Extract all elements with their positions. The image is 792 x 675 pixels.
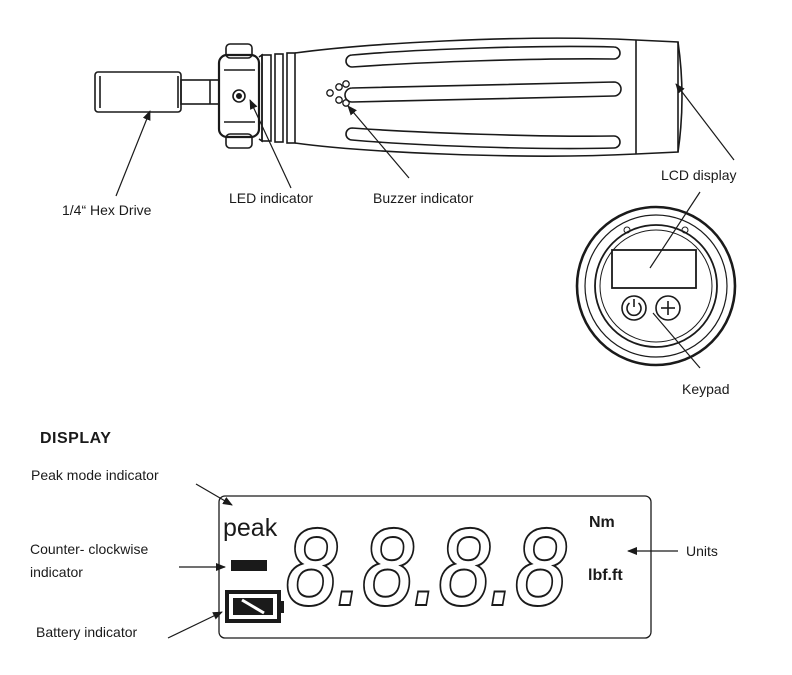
hex-drive-label: 1/4“ Hex Drive [62,202,152,218]
buzzer-indicator-label: Buzzer indicator [373,190,474,206]
lcd-window [611,249,697,289]
lcd-display-leader [675,83,735,161]
peak-mode-label: Peak mode indicator [31,467,159,483]
hex-drive-bit [94,71,182,113]
led-indicator-dot [232,89,246,103]
power-icon [621,295,647,321]
hex-drive-leader [115,110,151,197]
lcd-peak-text: peak [223,514,278,542]
lcd-window-leader [649,191,701,269]
lcd-endcap-view [575,205,737,367]
lcd-digits: 8.8.8.8 [286,506,566,627]
units-label: Units [686,543,718,559]
keypad-leader [652,312,701,369]
keypad-label: Keypad [682,381,730,397]
grip-slot-top [345,45,621,68]
ccw-label-line2: indicator [30,564,83,580]
battery-icon [225,590,284,623]
buzzer-leader [347,105,410,179]
lcd-unit-lbf: lbf.ft [588,567,623,584]
led-leader [249,99,292,189]
handle-outline [294,37,679,157]
buzzer-holes [326,80,350,107]
lcd-unit-nm: Nm [589,514,615,531]
screwdriver-body [94,37,683,157]
plus-icon [655,295,681,321]
ccw-label-line1: Counter- clockwise [30,541,149,557]
led-indicator-label: LED indicator [229,190,314,206]
collar [217,53,261,139]
peak-leader [195,483,233,506]
battery-indicator-label: Battery indicator [36,624,138,640]
display-heading: DISPLAY [40,430,112,447]
grip-slot-bottom [345,127,621,150]
drive-shaft [180,79,220,105]
battery-leader [167,611,223,639]
ccw-minus-bar [231,560,267,571]
grip-slot-middle [344,81,622,103]
lcd-display-label: LCD display [661,167,737,183]
